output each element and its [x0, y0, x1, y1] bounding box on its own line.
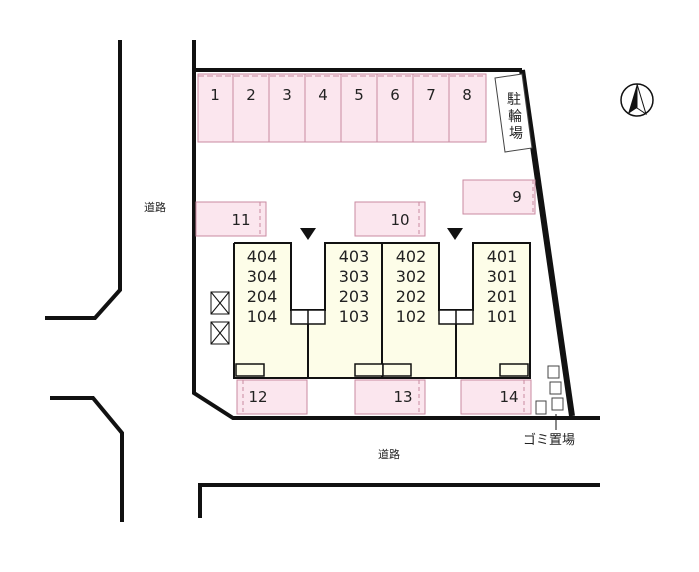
parking-label: 1 — [210, 86, 220, 104]
road-lines — [45, 40, 600, 522]
parking-label: 3 — [282, 86, 292, 104]
parking-11: 11 — [195, 201, 267, 237]
garbage-area-label: ゴミ置場 — [523, 432, 575, 448]
unit-number: 201 — [487, 287, 518, 306]
property-boundary-east — [519, 69, 575, 417]
parking-label: 14 — [499, 388, 518, 406]
road-edge-left-top — [45, 40, 122, 320]
parking-row-top: 1 2 3 4 5 6 7 8 — [197, 73, 487, 143]
parking-label: 9 — [512, 188, 522, 206]
entrance-marker — [300, 228, 316, 240]
bicycle-parking-char: 場 — [509, 126, 523, 142]
unit-number: 102 — [396, 307, 427, 326]
unit-number: 204 — [247, 287, 278, 306]
unit-number: 302 — [396, 267, 427, 286]
bicycle-parking-char: 輪 — [508, 108, 522, 125]
parking-label: 5 — [354, 86, 364, 104]
parking-label: 6 — [390, 86, 400, 104]
bicycle-parking-char: 駐 — [507, 92, 521, 108]
unit-number: 303 — [339, 267, 370, 286]
unit-labels: 404 304 204 104 403 303 203 103 402 302 … — [247, 247, 518, 326]
unit-number: 401 — [487, 247, 518, 266]
unit-number: 104 — [247, 307, 278, 326]
parking-label: 8 — [462, 86, 472, 104]
parking-label: 4 — [318, 86, 328, 104]
parking-10: 10 — [354, 201, 426, 237]
road-label-bottom: 道路 — [378, 447, 400, 461]
garbage-area-boxes — [535, 365, 564, 415]
utility-boxes — [210, 291, 230, 345]
road-edge-left-bottom — [50, 396, 124, 522]
property-boundary — [192, 40, 600, 420]
parking-12: 12 — [236, 379, 308, 415]
parking-14: 14 — [460, 379, 532, 415]
parking-label: 11 — [231, 211, 250, 229]
unit-number: 301 — [487, 267, 518, 286]
parking-label: 7 — [426, 86, 436, 104]
parking-label: 12 — [248, 388, 267, 406]
parking-9: 9 — [462, 179, 536, 215]
north-arrow-icon — [620, 83, 654, 117]
entrance-marker — [447, 228, 463, 240]
road-edge-bottom — [198, 483, 600, 518]
unit-number: 304 — [247, 267, 278, 286]
unit-number: 101 — [487, 307, 518, 326]
unit-number: 203 — [339, 287, 370, 306]
parking-label: 2 — [246, 86, 256, 104]
unit-number: 202 — [396, 287, 427, 306]
unit-number: 403 — [339, 247, 370, 266]
unit-number: 402 — [396, 247, 427, 266]
unit-number: 404 — [247, 247, 278, 266]
parking-label: 13 — [393, 388, 412, 406]
road-label-left: 道路 — [144, 200, 166, 214]
building — [233, 242, 531, 379]
parking-label: 10 — [390, 211, 409, 229]
parking-13: 13 — [354, 379, 426, 415]
unit-number: 103 — [339, 307, 370, 326]
bicycle-parking: 駐 輪 場 — [494, 73, 533, 153]
